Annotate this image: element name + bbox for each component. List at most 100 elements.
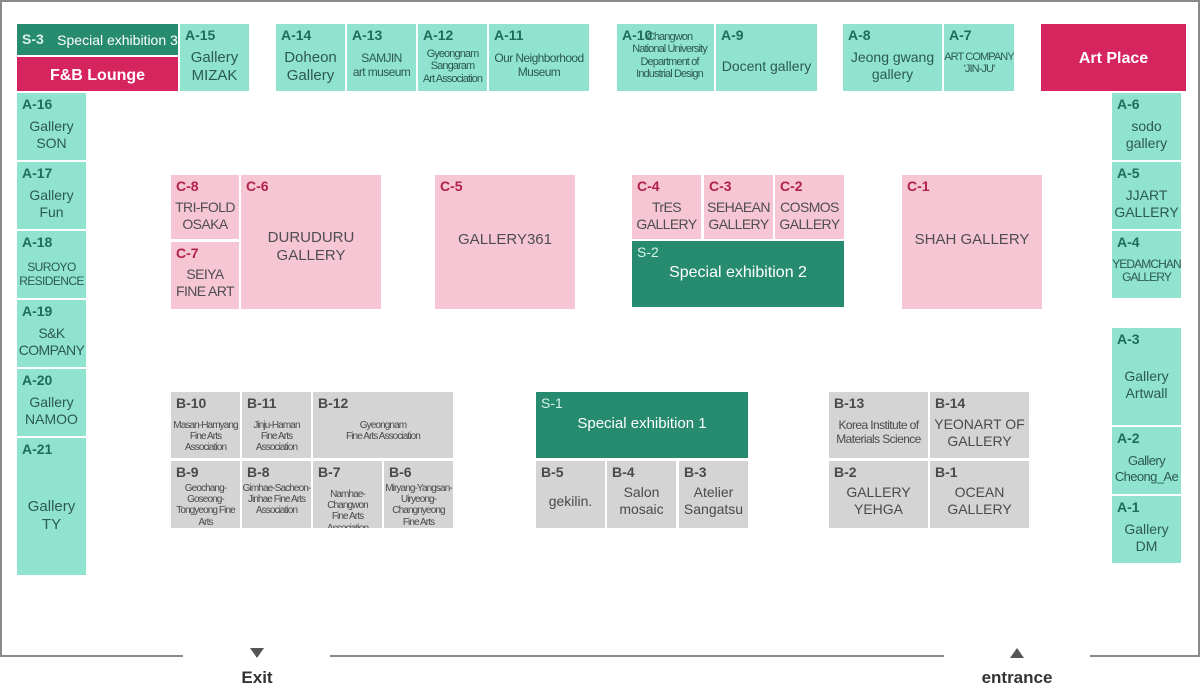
booth-name: Gallery SON <box>29 118 74 151</box>
booth-name: sodo gallery <box>1125 118 1168 151</box>
booth-code: A-8 <box>848 27 871 43</box>
booth-code: C-3 <box>709 178 732 194</box>
booth-a9[interactable]: A-9 Docent gallery <box>716 24 817 91</box>
booth-name: Docent gallery <box>721 58 812 74</box>
booth-b5[interactable]: B-5 gekilin. <box>536 461 605 528</box>
booth-a10[interactable]: A-10 Changwon National University Depart… <box>617 24 714 91</box>
booth-c3[interactable]: C-3 SEHAEAN GALLERY <box>704 175 773 239</box>
booth-code: A-7 <box>949 27 972 43</box>
booth-code: A-6 <box>1117 96 1140 112</box>
booth-name: GALLERY YEHGA <box>846 484 911 517</box>
booth-name: F&B Lounge <box>49 67 146 84</box>
booth-name: SAMJIN art museum <box>352 51 411 80</box>
booth-code: A-14 <box>281 27 312 43</box>
booth-c1[interactable]: C-1 SHAH GALLERY <box>902 175 1042 309</box>
booth-name: Atelier Sangatsu <box>683 484 744 517</box>
booth-code: S-1 <box>541 395 563 411</box>
booth-c2[interactable]: C-2 COSMOS GALLERY <box>775 175 844 239</box>
booth-a7[interactable]: A-7 ART COMPANY 'JIN-JU' <box>944 24 1014 91</box>
booth-b1[interactable]: B-1 OCEAN GALLERY <box>930 461 1029 528</box>
booth-name: Doheon Gallery <box>284 49 337 84</box>
booth-code: A-15 <box>185 27 216 43</box>
booth-a13[interactable]: A-13 SAMJIN art museum <box>347 24 416 91</box>
booth-a5[interactable]: A-5 JJART GALLERY <box>1112 162 1181 229</box>
booth-name: Miryang-Yangsan- Uiryeong-Changnyeong Fi… <box>385 483 452 528</box>
booth-a4[interactable]: A-4 YEDAMCHAN GALLERY <box>1112 231 1181 298</box>
exit-label: Exit <box>241 668 273 687</box>
booth-b12[interactable]: B-12 Gyeongnam Fine Arts Association <box>313 392 453 458</box>
booth-b13[interactable]: B-13 Korea Institute of Materials Scienc… <box>829 392 928 458</box>
booth-name: SHAH GALLERY <box>914 231 1030 248</box>
booth-code: B-14 <box>935 395 966 411</box>
booth-code: A-16 <box>22 96 53 112</box>
booth-a11[interactable]: A-11 Our Neighborhood Museum <box>489 24 589 91</box>
booth-c8[interactable]: C-8 TRI-FOLD OSAKA <box>171 175 239 239</box>
booth-name: Our Neighborhood Museum <box>494 51 584 80</box>
booth-name: gekilin. <box>548 493 593 509</box>
wall-bottom-right <box>1090 655 1200 657</box>
booth-a18[interactable]: A-18 SUROYO RESIDENCE <box>17 231 86 298</box>
booth-code: B-8 <box>247 464 270 480</box>
booth-code: A-19 <box>22 303 53 319</box>
booth-code: C-7 <box>176 245 199 261</box>
booth-name: COSMOS GALLERY <box>779 199 840 232</box>
booth-b3[interactable]: B-3 Atelier Sangatsu <box>679 461 748 528</box>
booth-name: Special exhibition 3 <box>57 32 178 48</box>
booth-a3[interactable]: A-3 Gallery Artwall <box>1112 328 1181 425</box>
booth-a15[interactable]: A-15 Gallery MIZAK <box>180 24 249 91</box>
booth-a19[interactable]: A-19 S&K COMPANY <box>17 300 86 367</box>
booth-c6[interactable]: C-6 DURUDURU GALLERY <box>241 175 381 309</box>
booth-b14[interactable]: B-14 YEONART OF GALLERY <box>930 392 1029 458</box>
booth-code: B-10 <box>176 395 207 411</box>
booth-name: Changwon National University Department … <box>632 31 708 80</box>
booth-fb-lounge[interactable]: F&B Lounge <box>17 57 178 91</box>
booth-code: B-7 <box>318 464 341 480</box>
booth-code: A-17 <box>22 165 53 181</box>
booth-a16[interactable]: A-16 Gallery SON <box>17 93 86 160</box>
booth-a6[interactable]: A-6 sodo gallery <box>1112 93 1181 160</box>
booth-a20[interactable]: A-20 Gallery NAMOO <box>17 369 86 436</box>
booth-code: B-2 <box>834 464 857 480</box>
booth-art-place[interactable]: Art Place <box>1041 24 1186 91</box>
booth-name: S&K COMPANY <box>18 325 85 358</box>
booth-c4[interactable]: C-4 TrES GALLERY <box>632 175 701 239</box>
booth-code: A-21 <box>22 441 53 457</box>
booth-name: Korea Institute of Materials Science <box>836 418 921 447</box>
booth-b7[interactable]: B-7 Namhae-Changwon Fine Arts Associatio… <box>313 461 382 528</box>
booth-c5[interactable]: C-5 GALLERY361 <box>435 175 575 309</box>
booth-s3[interactable]: S-3 Special exhibition 3 <box>17 24 178 55</box>
booth-code: C-8 <box>176 178 199 194</box>
wall-top <box>0 0 1200 2</box>
booth-a1[interactable]: A-1 Gallery DM <box>1112 496 1181 563</box>
booth-a14[interactable]: A-14 Doheon Gallery <box>276 24 345 91</box>
booth-code: A-3 <box>1117 331 1140 347</box>
booth-name: Gallery MIZAK <box>190 49 239 84</box>
booth-b6[interactable]: B-6 Miryang-Yangsan- Uiryeong-Changnyeon… <box>384 461 453 528</box>
booth-b8[interactable]: B-8 Gimhae-Sacheon- Jinhae Fine Arts Ass… <box>242 461 311 528</box>
booth-code: A-5 <box>1117 165 1140 181</box>
entrance-arrow-icon <box>1010 648 1024 658</box>
booth-name: Masan-Hamyang Fine Arts Association <box>173 420 238 454</box>
booth-name: Jinju-Haman Fine Arts Association <box>253 420 300 454</box>
booth-b10[interactable]: B-10 Masan-Hamyang Fine Arts Association <box>171 392 240 458</box>
booth-s2[interactable]: S-2 Special exhibition 2 <box>632 241 844 307</box>
booth-b9[interactable]: B-9 Geochang-Goseong- Tongyeong Fine Art… <box>171 461 240 528</box>
booth-b2[interactable]: B-2 GALLERY YEHGA <box>829 461 928 528</box>
booth-c7[interactable]: C-7 SEIYA FINE ART <box>171 242 239 309</box>
booth-a2[interactable]: A-2 Gallery Cheong_Ae <box>1112 427 1181 494</box>
booth-name: Namhae-Changwon Fine Arts Association <box>327 489 369 528</box>
wall-bottom-middle <box>330 655 944 657</box>
booth-code: B-1 <box>935 464 958 480</box>
booth-s1[interactable]: S-1 Special exhibition 1 <box>536 392 748 458</box>
booth-a17[interactable]: A-17 Gallery Fun <box>17 162 86 229</box>
booth-a12[interactable]: A-12 Gyeongnam Sangaram Art Association <box>418 24 487 91</box>
booth-b11[interactable]: B-11 Jinju-Haman Fine Arts Association <box>242 392 311 458</box>
booth-code: C-1 <box>907 178 930 194</box>
booth-name: Jeong gwang gallery <box>850 49 935 82</box>
booth-a8[interactable]: A-8 Jeong gwang gallery <box>843 24 942 91</box>
booth-b4[interactable]: B-4 Salon mosaic <box>607 461 676 528</box>
booth-a21[interactable]: A-21 Gallery TY <box>17 438 86 575</box>
booth-code: A-20 <box>22 372 53 388</box>
booth-name: Special exhibition 1 <box>577 415 707 432</box>
